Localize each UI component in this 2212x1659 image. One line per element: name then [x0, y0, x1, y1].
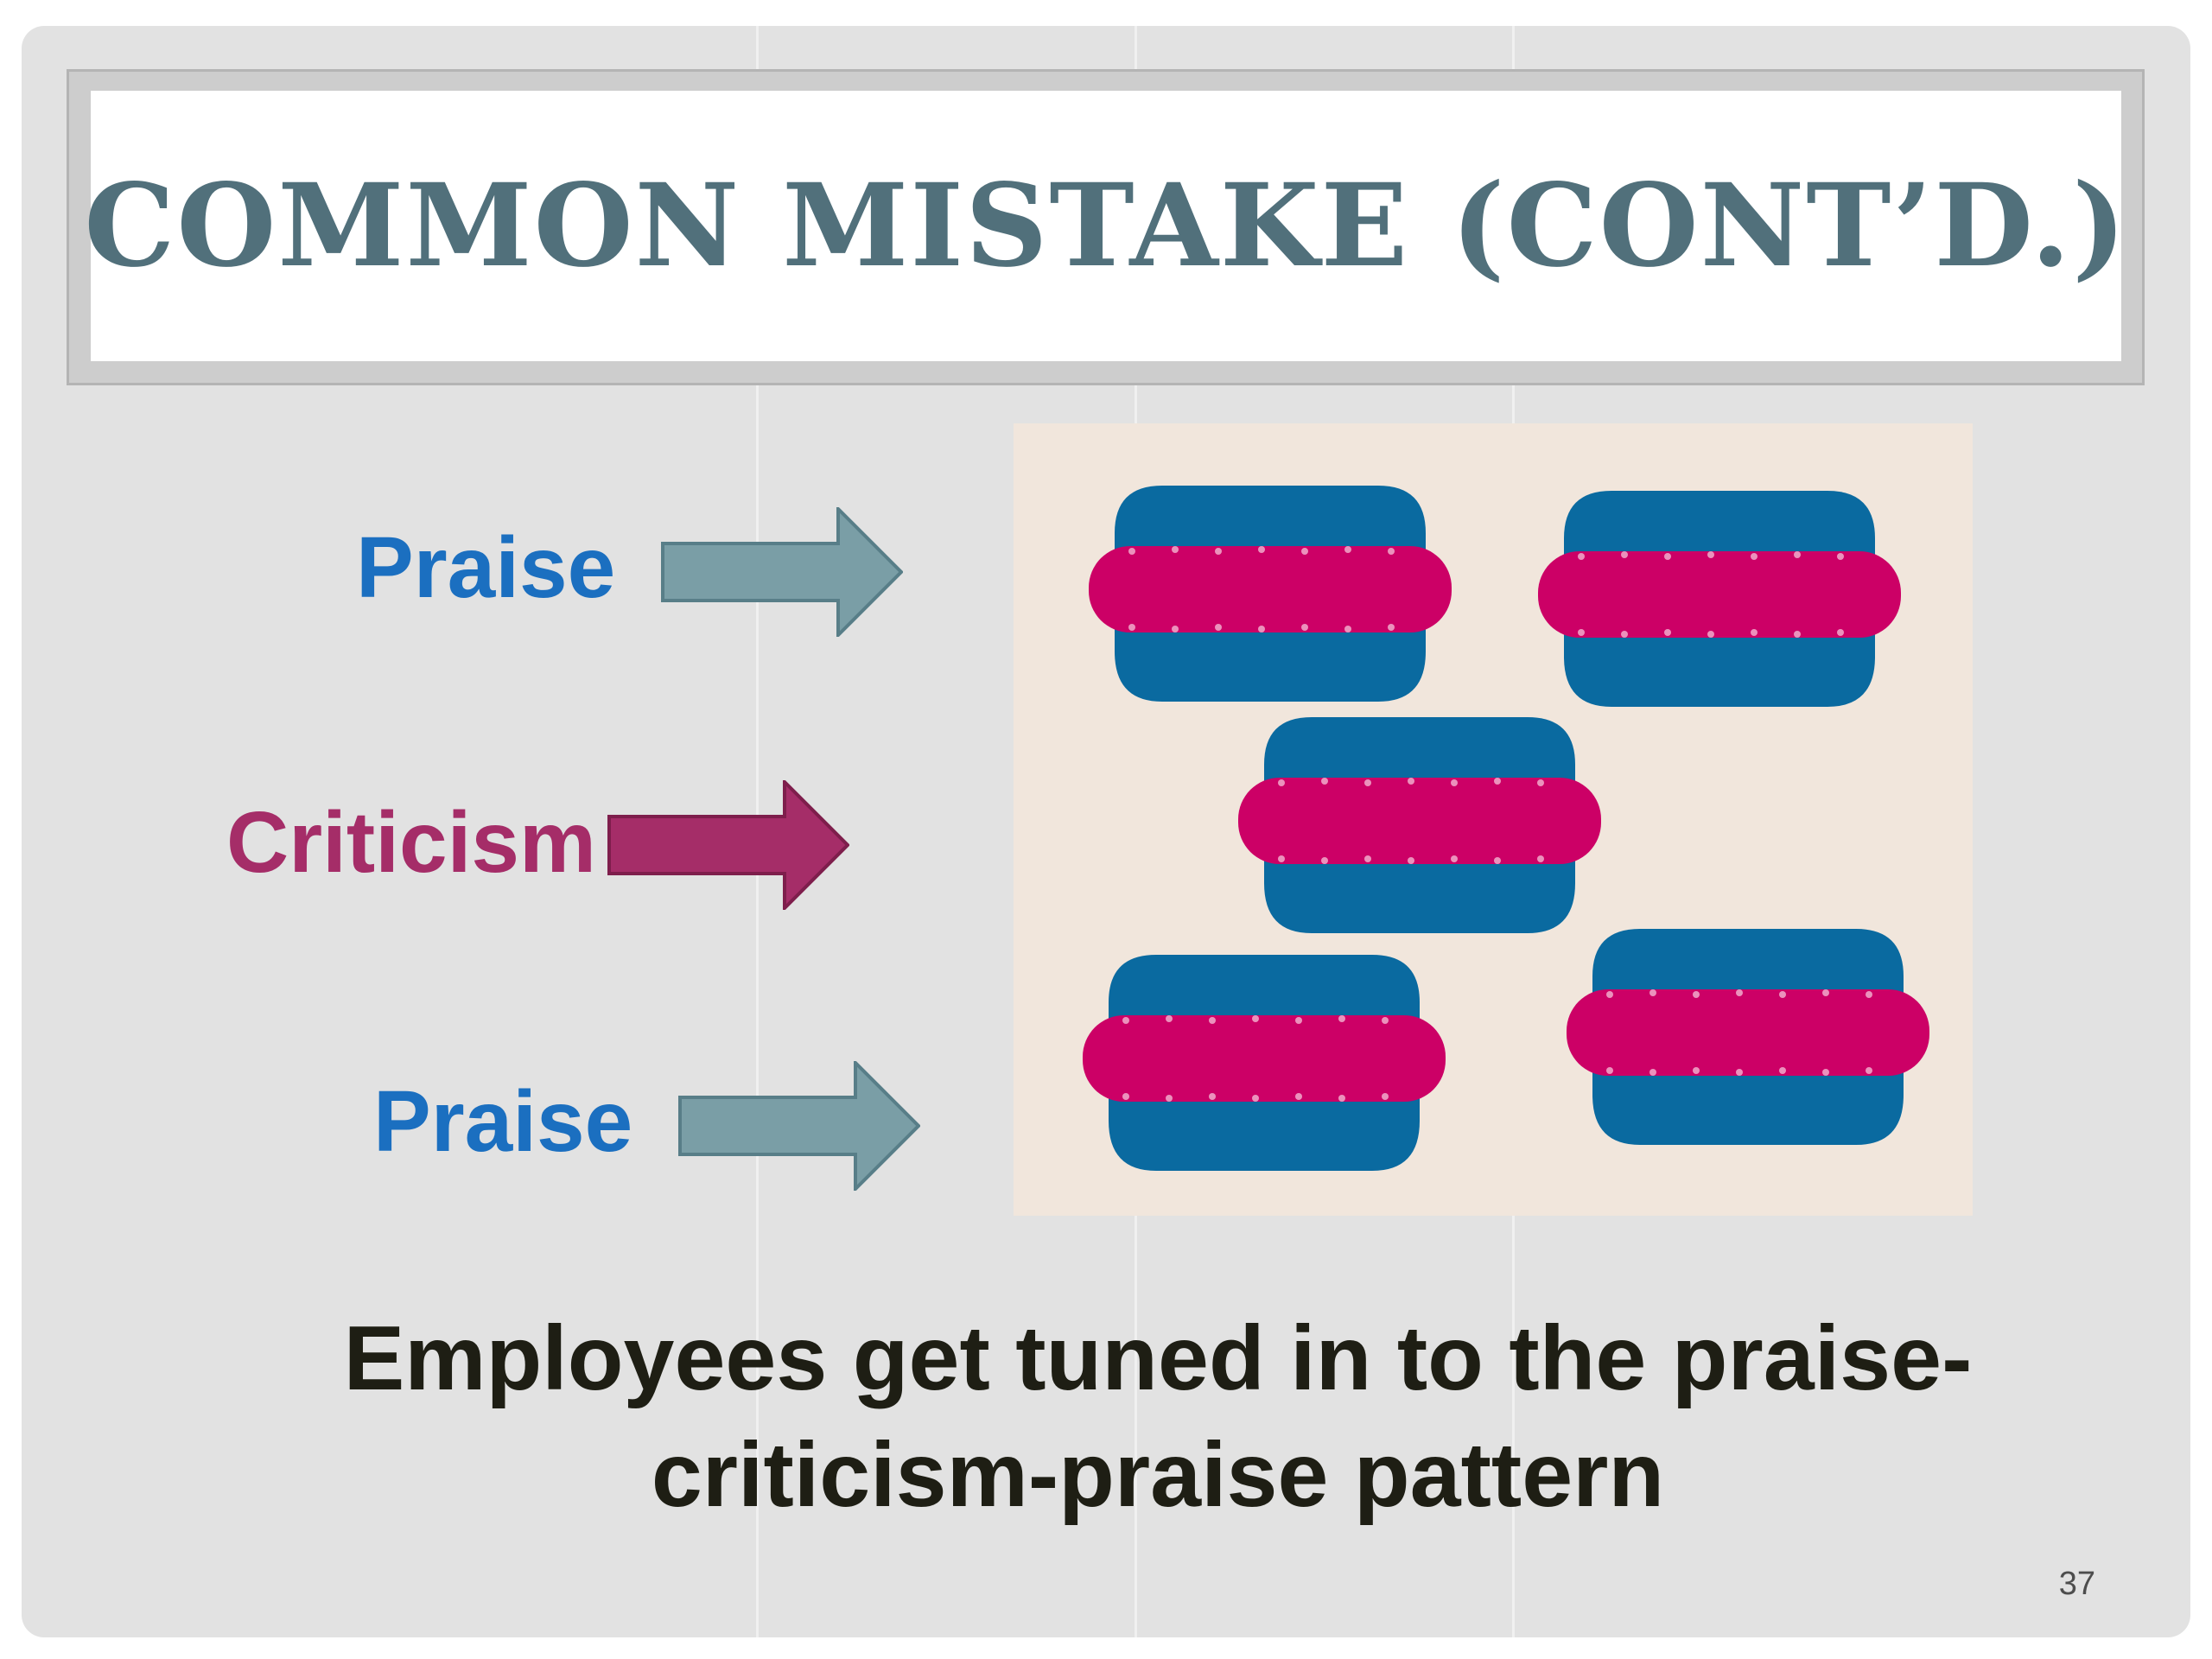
sandwich-cookie-icon — [1238, 717, 1601, 933]
right-arrow-icon — [678, 1061, 920, 1191]
sandwich-image — [1014, 423, 1973, 1216]
caption-line-1: Employees get tuned in to the praise- — [343, 1307, 1973, 1409]
slide: COMMON MISTAKE (CONT’D.) Praise Criticis… — [22, 26, 2190, 1637]
slide-title: COMMON MISTAKE (CONT’D.) — [84, 159, 2128, 293]
slide-caption: Employees get tuned in to the praise- cr… — [194, 1300, 2121, 1534]
caption-line-2: criticism-praise pattern — [651, 1424, 1665, 1526]
sandwich-cookie-icon — [1567, 929, 1929, 1145]
label-criticism: Criticism — [226, 794, 596, 891]
sandwich-cookie-icon — [1083, 955, 1446, 1171]
label-praise-bottom: Praise — [373, 1073, 633, 1170]
sandwich-cookie-icon — [1538, 491, 1901, 707]
sandwich-cookie-icon — [1089, 486, 1452, 702]
title-box: COMMON MISTAKE (CONT’D.) — [84, 91, 2126, 361]
label-praise-top: Praise — [356, 519, 616, 616]
right-arrow-icon — [661, 507, 903, 637]
right-arrow-icon — [607, 780, 849, 910]
page-number: 37 — [2058, 1566, 2095, 1602]
sandwich-cookies-illustration — [1083, 486, 1929, 1171]
